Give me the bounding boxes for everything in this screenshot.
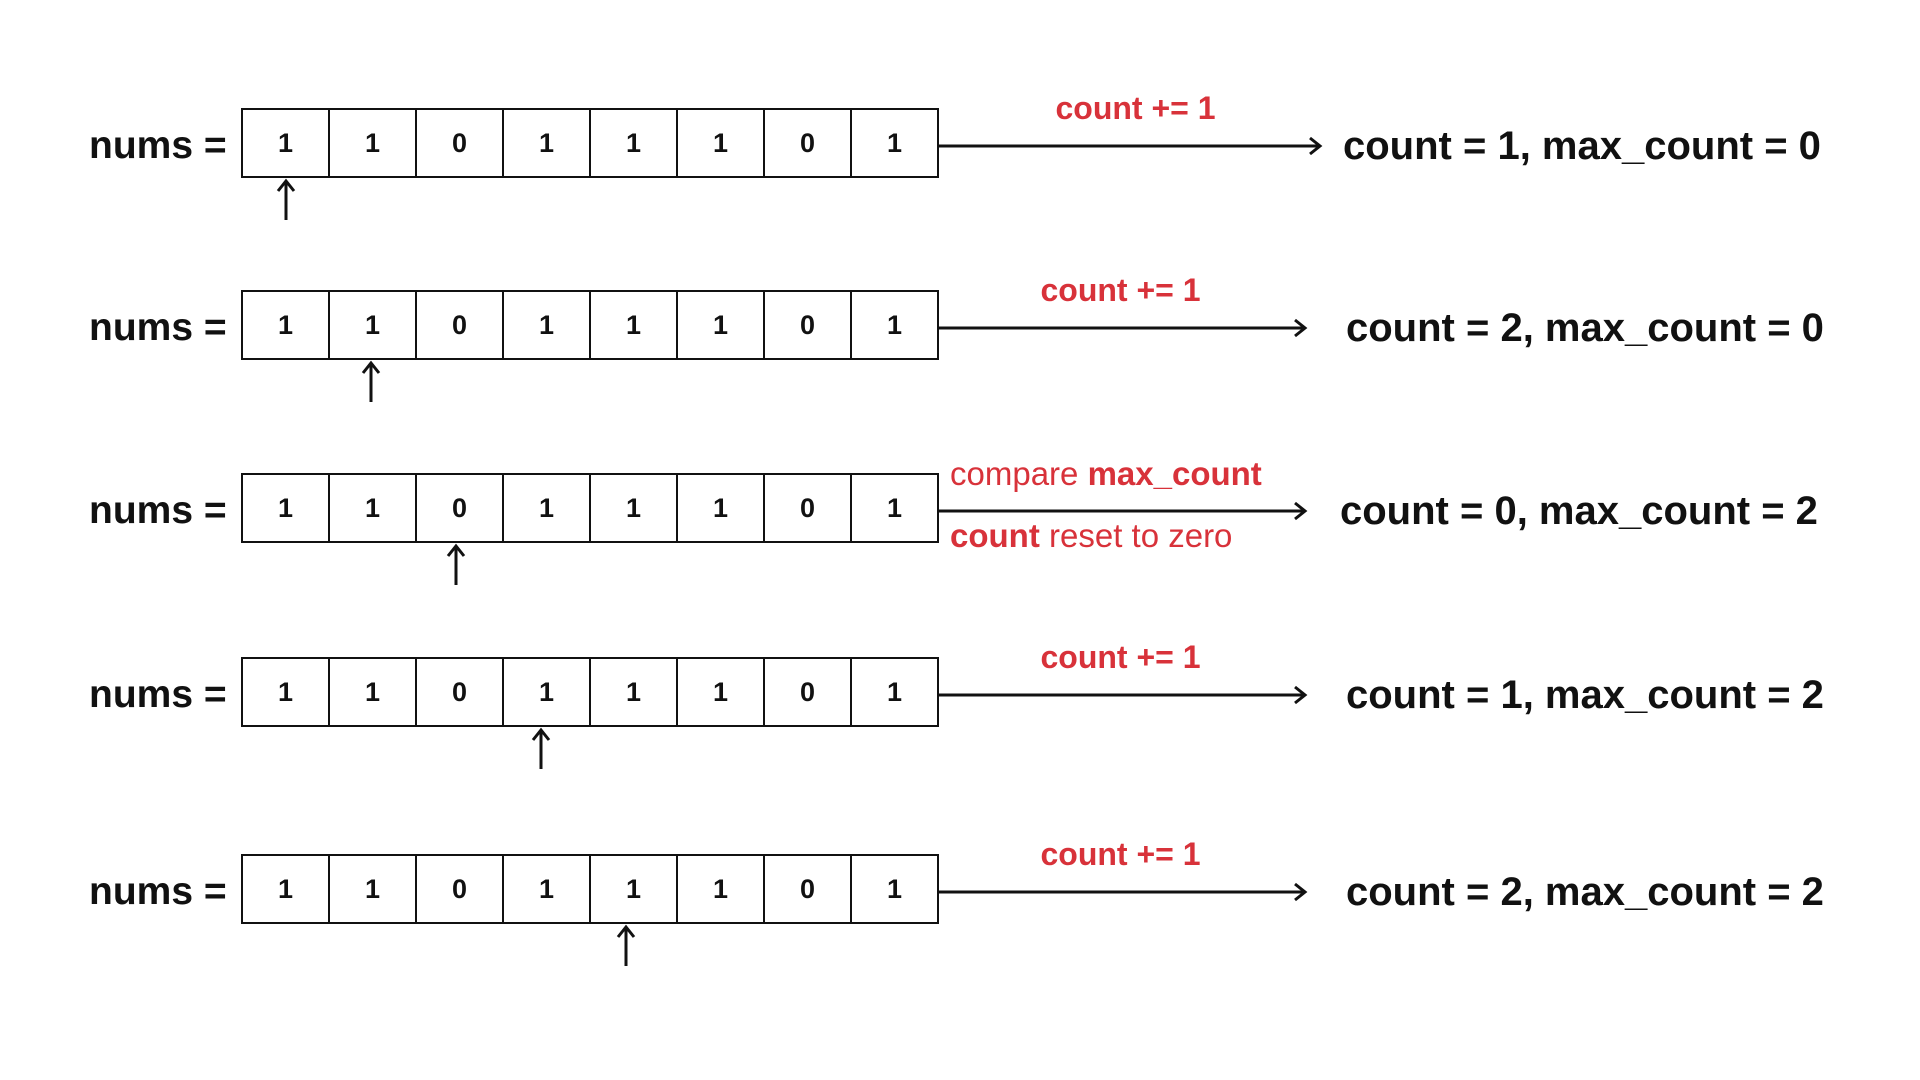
array-cell: 1 bbox=[850, 854, 939, 924]
array-cell: 0 bbox=[763, 854, 852, 924]
array-cell: 0 bbox=[763, 108, 852, 178]
array-label: nums = bbox=[89, 124, 227, 167]
array-cell: 1 bbox=[589, 290, 678, 360]
up-arrow-icon bbox=[356, 360, 386, 404]
array-cell: 1 bbox=[589, 657, 678, 727]
compare-label: compare max_count bbox=[950, 455, 1262, 493]
nums-array: 1 1 0 1 1 1 0 1 bbox=[241, 473, 939, 543]
array-cell: 0 bbox=[763, 290, 852, 360]
array-cell: 1 bbox=[850, 657, 939, 727]
result-text: count = 1, max_count = 2 bbox=[1346, 673, 1824, 717]
array-cell: 1 bbox=[676, 108, 765, 178]
transition-arrow: count += 1 bbox=[938, 272, 1333, 366]
right-arrow-icon bbox=[938, 685, 1308, 705]
array-cell: 1 bbox=[241, 854, 330, 924]
array-cell: 0 bbox=[415, 473, 504, 543]
operation-label: count += 1 bbox=[1040, 272, 1201, 308]
array-cell: 1 bbox=[328, 473, 417, 543]
array-cell: 0 bbox=[415, 657, 504, 727]
nums-array: 1 1 0 1 1 1 0 1 bbox=[241, 290, 939, 360]
transition-arrow: count += 1 bbox=[938, 90, 1333, 184]
array-cell: 0 bbox=[415, 290, 504, 360]
array-cell: 1 bbox=[589, 108, 678, 178]
array-cell: 1 bbox=[241, 108, 330, 178]
array-cell: 1 bbox=[850, 473, 939, 543]
nums-array: 1 1 0 1 1 1 0 1 bbox=[241, 854, 939, 924]
array-cell: 0 bbox=[415, 108, 504, 178]
array-label: nums = bbox=[89, 870, 227, 913]
array-cell: 1 bbox=[502, 108, 591, 178]
array-cell: 1 bbox=[676, 854, 765, 924]
operation-label: count += 1 bbox=[1040, 836, 1201, 872]
transition-arrow: count += 1 bbox=[938, 836, 1333, 930]
array-cell: 1 bbox=[328, 854, 417, 924]
array-cell: 1 bbox=[850, 290, 939, 360]
array-cell: 1 bbox=[589, 473, 678, 543]
array-cell: 1 bbox=[241, 290, 330, 360]
array-cell: 0 bbox=[415, 854, 504, 924]
result-text: count = 2, max_count = 2 bbox=[1346, 870, 1824, 914]
array-label: nums = bbox=[89, 673, 227, 716]
reset-keyword: count bbox=[950, 517, 1040, 554]
array-cell: 0 bbox=[763, 657, 852, 727]
step-row-3: nums = 1 1 0 1 1 1 0 1 compare max_count… bbox=[0, 455, 1920, 613]
result-text: count = 0, max_count = 2 bbox=[1340, 489, 1818, 533]
array-cell: 1 bbox=[241, 473, 330, 543]
transition-arrow: compare max_count count reset to zero bbox=[938, 455, 1333, 554]
array-cell: 1 bbox=[502, 657, 591, 727]
array-cell: 1 bbox=[502, 290, 591, 360]
compare-keyword: max_count bbox=[1087, 455, 1262, 492]
array-cell: 1 bbox=[328, 108, 417, 178]
up-arrow-icon bbox=[526, 727, 556, 771]
compare-prefix: compare bbox=[950, 455, 1088, 492]
array-cell: 1 bbox=[676, 473, 765, 543]
step-row-5: nums = 1 1 0 1 1 1 0 1 count += 1 count … bbox=[0, 836, 1920, 994]
array-cell: 1 bbox=[502, 854, 591, 924]
array-cell: 1 bbox=[502, 473, 591, 543]
operation-label: count += 1 bbox=[1040, 639, 1201, 675]
array-cell: 1 bbox=[328, 657, 417, 727]
array-label: nums = bbox=[89, 306, 227, 349]
up-arrow-icon bbox=[611, 924, 641, 968]
operation-label: count += 1 bbox=[1055, 90, 1216, 126]
up-arrow-icon bbox=[271, 178, 301, 222]
array-cell: 1 bbox=[241, 657, 330, 727]
step-row-2: nums = 1 1 0 1 1 1 0 1 count += 1 count … bbox=[0, 272, 1920, 430]
step-row-4: nums = 1 1 0 1 1 1 0 1 count += 1 count … bbox=[0, 639, 1920, 797]
result-text: count = 1, max_count = 0 bbox=[1343, 124, 1821, 168]
reset-suffix: reset to zero bbox=[1039, 517, 1233, 554]
array-label: nums = bbox=[89, 489, 227, 532]
right-arrow-icon bbox=[938, 501, 1308, 521]
transition-arrow: count += 1 bbox=[938, 639, 1333, 733]
array-cell: 1 bbox=[676, 290, 765, 360]
result-text: count = 2, max_count = 0 bbox=[1346, 306, 1824, 350]
right-arrow-icon bbox=[938, 136, 1323, 156]
right-arrow-icon bbox=[938, 318, 1308, 338]
up-arrow-icon bbox=[441, 543, 471, 587]
right-arrow-icon bbox=[938, 882, 1308, 902]
nums-array: 1 1 0 1 1 1 0 1 bbox=[241, 108, 939, 178]
step-row-1: nums = 1 1 0 1 1 1 0 1 count += 1 count … bbox=[0, 90, 1920, 248]
array-cell: 1 bbox=[676, 657, 765, 727]
reset-label: count reset to zero bbox=[950, 517, 1232, 555]
array-cell: 1 bbox=[850, 108, 939, 178]
array-cell: 1 bbox=[589, 854, 678, 924]
array-cell: 1 bbox=[328, 290, 417, 360]
nums-array: 1 1 0 1 1 1 0 1 bbox=[241, 657, 939, 727]
array-cell: 0 bbox=[763, 473, 852, 543]
